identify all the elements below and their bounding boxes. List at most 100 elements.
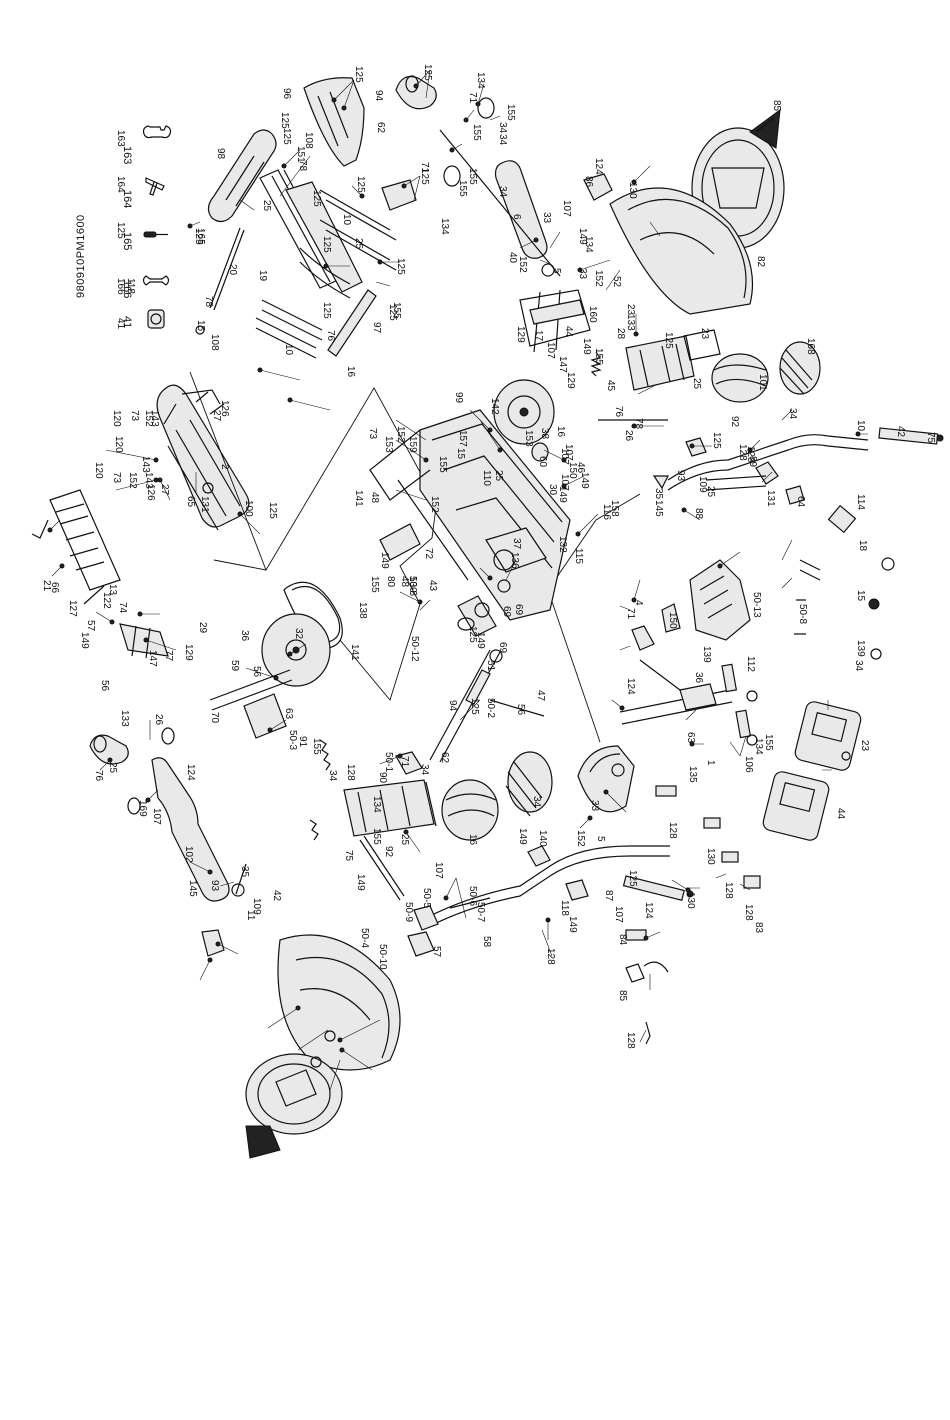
- callout-number: 43: [427, 580, 438, 592]
- callout-number: 42: [895, 426, 906, 438]
- tool-165: 165: [121, 231, 168, 250]
- callout-number: 76: [93, 770, 104, 782]
- callout-number: 34: [531, 796, 542, 808]
- callout-number: 25: [261, 200, 272, 212]
- callout-number: 73: [111, 472, 122, 484]
- callout-number: 143: [143, 472, 154, 489]
- callout-number: 165: [195, 228, 206, 245]
- callout-number: 107: [559, 448, 570, 465]
- callout-number: 107: [559, 474, 570, 491]
- callout-number: 127: [67, 600, 78, 617]
- callout-number: 145: [653, 500, 664, 517]
- callout-number: 32: [293, 628, 304, 640]
- callout-number: 50-7: [475, 902, 486, 922]
- callout-number: 78: [633, 418, 644, 430]
- callout-number: 128: [545, 948, 556, 965]
- callout-number: 56: [99, 680, 110, 692]
- callout-number: 125: [422, 64, 433, 81]
- callout-number: 125: [311, 190, 322, 207]
- callout-number: 76: [613, 406, 624, 418]
- callout-number: 34: [327, 770, 338, 782]
- callout-number: 94: [373, 90, 384, 102]
- tool-166-label: 166: [121, 280, 133, 298]
- callout-number: 16: [555, 426, 566, 438]
- callout-number: 63: [283, 708, 294, 720]
- callout-number: 130: [627, 182, 638, 199]
- callout-number: 50-13: [751, 592, 762, 618]
- left-lower-assembly: [89, 727, 247, 957]
- callout-number: 125: [267, 502, 278, 519]
- callout-number: 15: [455, 448, 466, 460]
- callout-number: 134: [439, 218, 450, 235]
- callout-number: 155: [505, 104, 516, 121]
- callout-number: 107: [433, 862, 444, 879]
- callout-number: 19: [257, 270, 268, 282]
- callout-number: 109: [697, 476, 708, 493]
- callout-number: 57: [431, 946, 442, 958]
- callout-number: 125: [663, 332, 674, 349]
- callout-number: 1: [705, 760, 716, 766]
- callout-number: 93: [209, 880, 220, 892]
- callout-number: 80: [385, 576, 396, 588]
- callout-number: 92: [729, 416, 740, 428]
- callout-number: 166: [115, 278, 126, 295]
- callout-number: 65: [185, 496, 196, 508]
- callout-number: 5: [595, 836, 606, 842]
- callout-number: 57: [85, 620, 96, 632]
- callout-number: 26: [153, 714, 164, 726]
- callout-number: 125: [467, 626, 478, 643]
- callout-number: 155: [437, 456, 448, 473]
- callout-number: 64: [795, 496, 806, 508]
- end-cap-icon: [147, 309, 165, 329]
- callout-number: 131: [765, 490, 776, 507]
- callout-number: 36: [693, 672, 704, 684]
- callout-number: 17: [533, 330, 544, 342]
- callout-number: 40: [507, 252, 518, 264]
- callout-number: 2: [219, 464, 230, 470]
- callout-number: 130: [705, 848, 716, 865]
- callout-number: 71: [625, 608, 636, 620]
- callout-number: 142: [489, 398, 500, 415]
- callout-number: 134: [583, 236, 594, 253]
- tool-41: 41: [121, 309, 165, 329]
- callout-number: 56: [515, 704, 526, 716]
- tool-164-label: 164: [121, 190, 133, 208]
- callout-number: 139: [701, 646, 712, 663]
- callout-number: 72: [423, 548, 434, 560]
- callout-number: 128: [745, 446, 756, 463]
- callout-number: 107: [545, 342, 556, 359]
- callout-number: 96: [281, 88, 292, 100]
- callout-number: 155: [467, 168, 478, 185]
- callout-number: 107: [613, 906, 624, 923]
- callout-number: 89: [747, 456, 758, 468]
- console-assembly: [577, 504, 895, 1045]
- callout-number: 155: [311, 738, 322, 755]
- callout-number: 115: [573, 548, 584, 564]
- callout-number: 149: [355, 874, 366, 891]
- callout-number: 152: [593, 270, 604, 287]
- callout-number: 153: [523, 430, 534, 447]
- callout-number: 44: [835, 808, 846, 820]
- callout-number: 33: [577, 268, 588, 280]
- callout-number: 70: [209, 712, 220, 724]
- callout-number: 69: [501, 606, 512, 618]
- callout-number: 50-1: [383, 752, 394, 772]
- callout-number: 125: [321, 236, 332, 253]
- callout-number: 87: [603, 890, 614, 902]
- drawing-number: 980910PM1600: [75, 214, 87, 298]
- callout-number: 125: [321, 302, 332, 319]
- callout-number: 149: [567, 916, 578, 933]
- callout-number: 92: [383, 846, 394, 858]
- callout-number: 4: [633, 600, 644, 606]
- callout-number: 5: [551, 268, 562, 274]
- callout-number: 164: [115, 176, 126, 193]
- callout-number: 125: [281, 128, 292, 145]
- callout-number: 124: [625, 678, 636, 695]
- callout-number: 120: [113, 436, 124, 453]
- callout-number: 35: [653, 488, 664, 500]
- callout-number: 149: [581, 338, 592, 355]
- callout-number: 50-9: [403, 902, 414, 922]
- tool-164: 164: [121, 177, 165, 208]
